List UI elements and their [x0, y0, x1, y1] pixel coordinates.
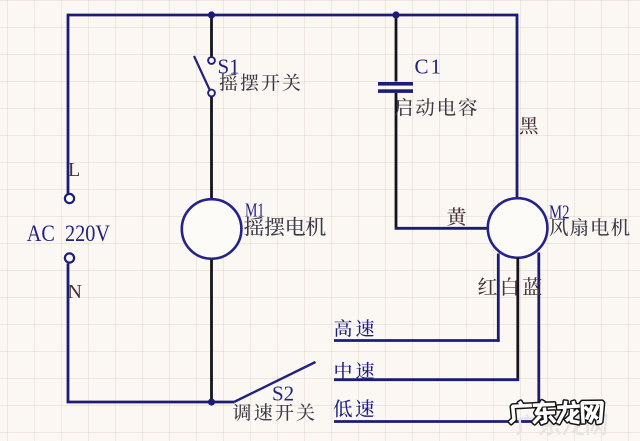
svg-text:C1: C1 — [415, 55, 444, 79]
svg-text:AC 220V: AC 220V — [27, 221, 111, 246]
svg-text:L: L — [68, 159, 80, 181]
svg-text:N: N — [68, 281, 82, 303]
svg-text:S1: S1 — [218, 55, 240, 79]
svg-text:M1: M1 — [245, 198, 264, 221]
svg-text:M2: M2 — [549, 200, 570, 223]
svg-text:S2: S2 — [272, 382, 294, 406]
